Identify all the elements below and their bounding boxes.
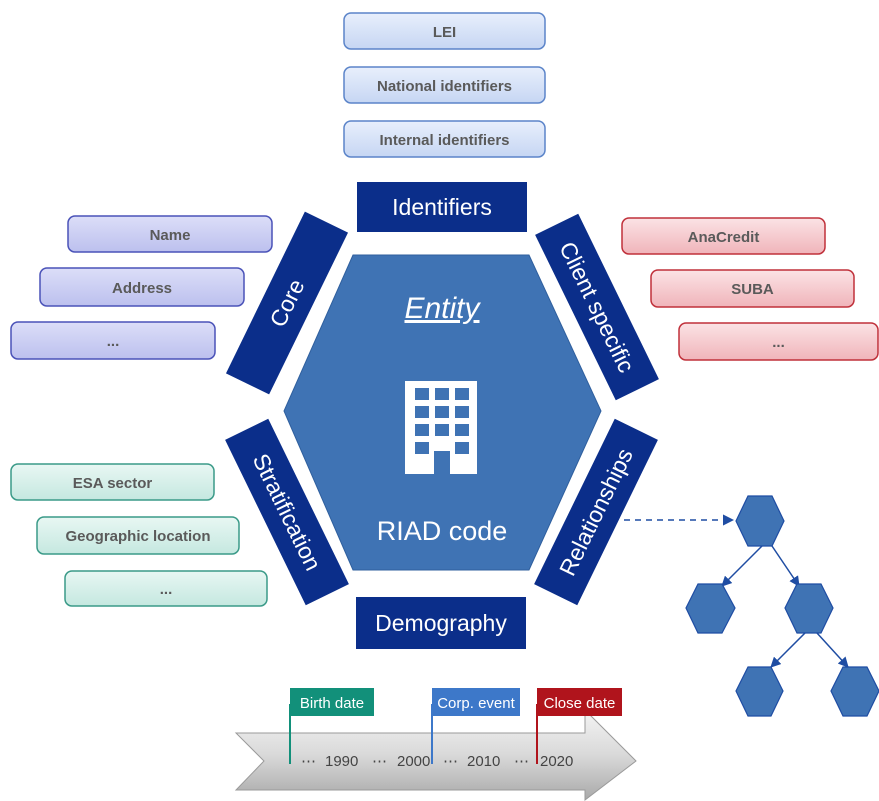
geographic-location-pill-label: Geographic location [65, 528, 210, 545]
timeline-ellipsis-3: ⋯ [443, 753, 458, 770]
internal-identifiers-pill-label: Internal identifiers [379, 132, 509, 149]
stratification-pill-group: ESA sector Geographic location ... [10, 463, 268, 607]
entity-title: Entity [404, 292, 481, 325]
core-pill-group: Name Address ... [10, 215, 273, 360]
stratification-more-pill-label: ... [160, 581, 173, 598]
client-specific-pill-group: AnaCredit SUBA ... [621, 217, 879, 361]
birth-date-label: Birth date [300, 695, 364, 712]
timeline-tick-2020: 2020 [540, 753, 573, 770]
timeline-ellipsis-2: ⋯ [372, 753, 387, 770]
esa-sector-pill-label: ESA sector [73, 475, 153, 492]
tree-node-right-right [830, 666, 879, 717]
close-date-tag: Close date [537, 688, 622, 716]
anacredit-pill-label: AnaCredit [688, 229, 760, 246]
core-more-pill-label: ... [107, 333, 120, 350]
name-pill: Name [67, 215, 273, 253]
core-band: Core [225, 211, 349, 395]
hierarchy-tree-icon [624, 495, 879, 717]
lei-pill: LEI [343, 12, 546, 50]
demography-timeline: Birth date Corp. event Close date ⋯ 1990… [234, 688, 637, 801]
core-more-pill: ... [10, 321, 216, 360]
suba-pill: SUBA [650, 269, 855, 308]
esa-sector-pill: ESA sector [10, 463, 215, 501]
suba-pill-label: SUBA [731, 281, 774, 298]
tree-node-right [784, 583, 834, 634]
birth-date-tag: Birth date [290, 688, 374, 716]
name-pill-label: Name [150, 227, 191, 244]
identifiers-band: Identifiers [357, 182, 527, 232]
demography-band: Demography [356, 597, 526, 649]
anacredit-pill: AnaCredit [621, 217, 826, 255]
timeline-ellipsis-1: ⋯ [301, 753, 316, 770]
identifiers-pill-group: LEI National identifiers Internal identi… [343, 12, 546, 158]
corp-event-tag: Corp. event [432, 688, 520, 716]
address-pill-label: Address [112, 280, 172, 297]
tree-node-root [735, 495, 785, 547]
national-identifiers-pill: National identifiers [343, 66, 546, 104]
timeline-tick-2010: 2010 [467, 753, 500, 770]
close-date-label: Close date [544, 695, 616, 712]
client-specific-more-pill-label: ... [772, 334, 785, 351]
stratification-more-pill: ... [64, 570, 268, 607]
national-identifiers-pill-label: National identifiers [377, 78, 512, 95]
office-building-icon [405, 381, 477, 474]
geographic-location-pill: Geographic location [36, 516, 240, 555]
timeline-ellipsis-4: ⋯ [514, 753, 529, 770]
tree-node-right-left [735, 666, 784, 717]
address-pill: Address [39, 267, 245, 307]
identifiers-band-label: Identifiers [392, 194, 492, 220]
timeline-tick-1990: 1990 [325, 753, 358, 770]
client-specific-more-pill: ... [678, 322, 879, 361]
corp-event-label: Corp. event [437, 695, 515, 712]
demography-band-label: Demography [375, 610, 507, 636]
internal-identifiers-pill: Internal identifiers [343, 120, 546, 158]
timeline-tick-2000: 2000 [397, 753, 430, 770]
timeline-arrow [234, 708, 637, 801]
riad-code-label: RIAD code [377, 516, 508, 546]
lei-pill-label: LEI [433, 24, 456, 41]
tree-node-left [685, 583, 736, 634]
